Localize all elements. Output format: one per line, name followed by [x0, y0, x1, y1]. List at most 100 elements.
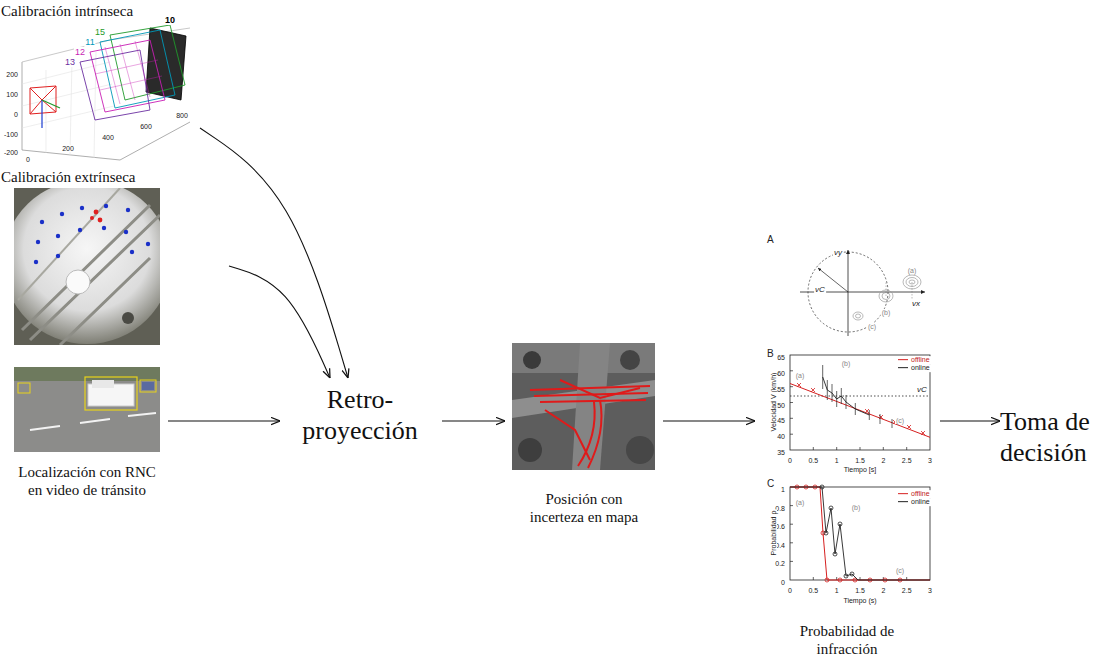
label-anchor: vx	[911, 292, 921, 310]
node-label: Retro- proyección	[280, 384, 440, 446]
chart-label: (b)	[841, 360, 852, 367]
chart-label: (b)	[851, 504, 862, 511]
label-anchor: 60	[776, 362, 786, 380]
flow-arrow	[229, 266, 330, 378]
image-node: Posición con incerteza en mapa	[505, 340, 663, 552]
label-anchor: (b)	[851, 496, 862, 514]
label-anchor: 0.6	[774, 515, 786, 533]
art-circle	[34, 260, 38, 264]
chart-label: 100	[5, 91, 19, 98]
label-anchor: 2	[880, 579, 886, 597]
label-anchor: Tiempo (s)	[842, 589, 877, 607]
node-label: Calibración extrínseca	[1, 168, 227, 186]
node-label: Probabilidad de infracción	[782, 622, 912, 658]
velocity-plane-chart	[800, 250, 925, 336]
node-label: Calibración intrínseca	[1, 2, 171, 20]
art-path	[790, 506, 907, 580]
chart-label: 1.5	[854, 457, 866, 464]
label-anchor: 2.5	[901, 449, 913, 467]
label-anchor: 55	[776, 378, 786, 396]
art-path	[22, 205, 160, 345]
legend-entry: offline	[898, 490, 931, 498]
chart-label: 0.6	[774, 523, 786, 530]
chart-label: 600	[139, 123, 153, 130]
art-path	[578, 402, 595, 466]
panel-letter: C	[766, 478, 775, 489]
art-path	[30, 413, 156, 430]
chart-label: 55	[776, 386, 786, 393]
flow-arrow	[442, 420, 505, 421]
label-anchor: 1	[780, 478, 786, 496]
chart-label: -100	[3, 131, 19, 138]
image-node: Calibración intrínseca	[0, 2, 200, 164]
label-anchor: 800	[175, 104, 189, 122]
art-g	[34, 204, 150, 264]
label-anchor: Tiempo [s]	[843, 458, 877, 476]
chart-label: 0.2	[774, 560, 786, 567]
panel-letter: B	[766, 348, 775, 359]
art-circle	[102, 226, 106, 230]
label-anchor: 0	[13, 103, 19, 121]
art-circle	[126, 208, 130, 212]
art-path	[790, 384, 930, 438]
label-anchor: 15	[94, 21, 106, 39]
art-circle	[94, 210, 99, 215]
fisheye-photo	[14, 188, 160, 345]
art-path	[95, 41, 162, 104]
chart-label: -200	[3, 149, 19, 156]
image-node: Calibración extrínseca	[0, 168, 229, 348]
chart-label: Tiempo (s)	[842, 597, 877, 604]
art-rect	[790, 355, 930, 450]
label-anchor: 0	[787, 579, 793, 597]
chart-label: 0.4	[774, 542, 786, 549]
axis-title: Probabilidad ρ	[770, 510, 777, 557]
label-anchor: 3	[927, 579, 933, 597]
label-anchor: Probabilidad ρ	[762, 510, 780, 557]
art-path	[572, 343, 610, 470]
art-path	[848, 250, 849, 336]
label-anchor: 600	[139, 115, 153, 133]
chart-label: Tiempo [s]	[843, 466, 877, 473]
label-anchor: 0	[25, 148, 31, 166]
art-rect	[790, 487, 930, 580]
process-text: Toma de decisión	[1000, 402, 1118, 474]
label-anchor: 200	[5, 63, 19, 81]
art-path	[818, 268, 848, 292]
label-anchor: 400	[101, 126, 115, 144]
chart-label: vx	[911, 299, 921, 308]
chart-label: 11	[84, 37, 95, 47]
legend-swatch	[898, 360, 908, 361]
art-path	[42, 100, 60, 108]
chart-label: 35	[776, 449, 786, 456]
label-anchor: 35	[776, 441, 786, 459]
intrinsic-plot	[22, 25, 190, 160]
label-anchor: 0	[780, 571, 786, 589]
art-rect	[142, 382, 154, 390]
label-anchor: vC	[814, 278, 826, 296]
label-anchor: 200	[61, 137, 75, 155]
art-path	[560, 380, 640, 398]
art-rect	[85, 377, 137, 410]
chart-label: 1	[780, 486, 786, 493]
legend-text: offline	[910, 356, 931, 364]
legend-entry: online	[898, 364, 931, 372]
node-label: Posición con incerteza en mapa	[529, 490, 639, 526]
chart-label: 2	[880, 587, 886, 594]
velocity-chart	[790, 355, 930, 450]
chart-label: 40	[776, 433, 786, 440]
chart-label: 0	[780, 579, 786, 586]
label-anchor: 1	[834, 449, 840, 467]
chart-label: 3	[927, 457, 933, 464]
label-anchor: 100	[5, 83, 19, 101]
chart-label: 0.5	[807, 457, 819, 464]
art-circle	[626, 436, 654, 464]
label-anchor: -100	[3, 123, 19, 141]
chart-node: Probabilidad de infracción	[755, 228, 940, 666]
legend-swatch	[898, 502, 908, 503]
label-anchor: 0.4	[774, 534, 786, 552]
art-circle	[146, 242, 150, 246]
art-g	[820, 485, 854, 578]
legend-entry: online	[898, 498, 931, 506]
